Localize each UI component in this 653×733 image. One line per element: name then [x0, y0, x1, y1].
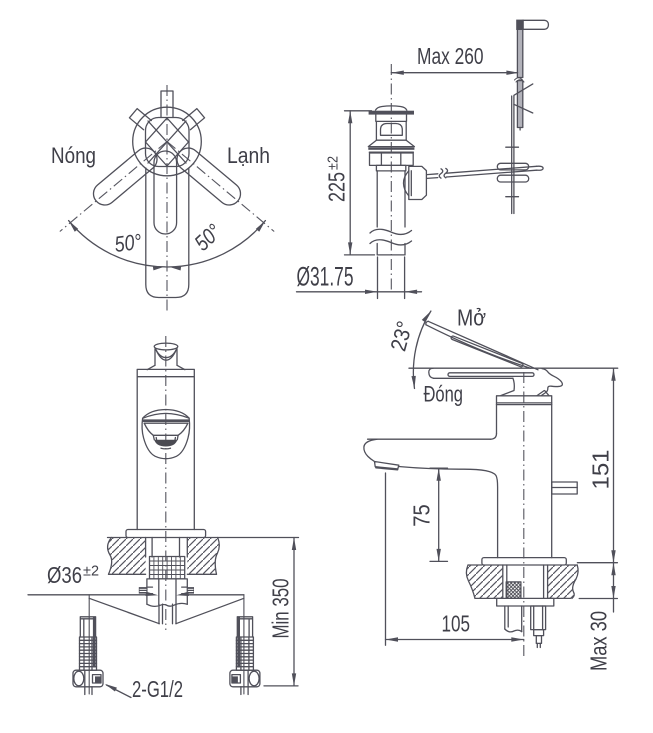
- svg-text:Mở: Mở: [457, 305, 486, 331]
- svg-text:50°: 50°: [189, 219, 226, 256]
- svg-text:Ø36: Ø36: [47, 562, 82, 588]
- svg-text:75: 75: [409, 504, 435, 527]
- svg-text:105: 105: [442, 611, 471, 637]
- svg-text:2-G1/2: 2-G1/2: [132, 676, 183, 702]
- svg-text:Đóng: Đóng: [424, 382, 464, 407]
- svg-text:±2: ±2: [83, 563, 99, 580]
- svg-text:Ø31.75: Ø31.75: [297, 262, 354, 292]
- svg-text:±2: ±2: [324, 156, 341, 170]
- svg-text:23°: 23°: [385, 318, 417, 353]
- svg-text:Lạnh: Lạnh: [227, 143, 270, 168]
- svg-text:Min 350: Min 350: [268, 579, 294, 639]
- svg-text:151: 151: [588, 450, 614, 490]
- svg-text:Max 260: Max 260: [417, 43, 484, 69]
- svg-text:225: 225: [323, 172, 349, 202]
- svg-text:50°: 50°: [113, 229, 143, 257]
- svg-text:Max 30: Max 30: [586, 611, 612, 671]
- svg-text:Nóng: Nóng: [51, 143, 96, 168]
